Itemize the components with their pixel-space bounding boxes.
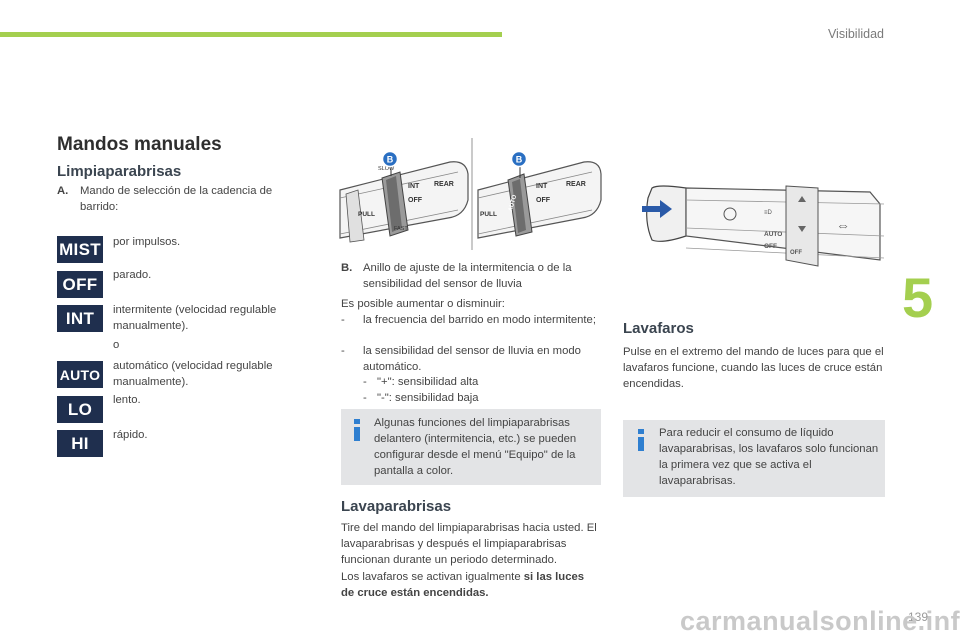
item-a-label: A. (57, 185, 69, 197)
label-off-right: OFF (536, 197, 551, 204)
marker-b-left-label: B (387, 155, 394, 165)
label-rear-right: REAR (566, 181, 586, 188)
washer-text-2-bold-2: de cruce están encendidas. (341, 587, 489, 599)
main-title: Mandos manuales (57, 134, 222, 155)
or-text: o (113, 339, 120, 351)
headlamp-stalk-illustration: ≡D AUTO OFF OFF ⇔ (642, 185, 885, 267)
mist-badge: MIST (57, 236, 103, 263)
label-pull-right: PULL (480, 211, 497, 218)
headlamp-washer-title: Lavafaros (623, 320, 694, 337)
washer-title: Lavaparabrisas (341, 498, 452, 515)
int-badge: INT (57, 305, 103, 332)
label-fast: FAST (394, 226, 408, 232)
info-right-text: Para reducir el consumo de líquido lavap… (659, 427, 879, 487)
mode-mist-text: por impulsos. (113, 236, 181, 248)
washer-text-2-bold-1: si las luces (523, 571, 585, 583)
label-slow: SLOW (378, 166, 395, 172)
mode-lo-text: lento. (113, 394, 141, 406)
section-title: Visibilidad (827, 27, 884, 41)
mode-hi-text: rápido. (113, 429, 148, 441)
info-box-left: Algunas funciones del limpiaparabrisas d… (341, 409, 601, 485)
washer-text-2: Los lavafaros se activan igualmente si l… (341, 569, 606, 601)
info-icon (638, 429, 644, 451)
mode-int-text: intermitente (velocidad regulable manual… (113, 304, 277, 332)
headlamp-stalk-tip (646, 185, 687, 242)
ring-sub-dash-1: - (363, 376, 367, 388)
ring-bullet-dash-2: - (341, 345, 345, 357)
marker-b-right (510, 150, 528, 168)
ring-label: B. (341, 262, 353, 274)
hi-badge: HI (57, 430, 103, 457)
auto-badge: AUTO (57, 361, 103, 388)
marker-b-left (381, 150, 399, 168)
beam-icon: ≡D (764, 210, 773, 216)
label-pull: PULL (358, 211, 375, 218)
info-icon (354, 419, 360, 441)
mode-auto-text: automático (velocidad regulable manualme… (113, 360, 273, 388)
label-auto: AUTO (508, 194, 518, 212)
page-number: 139 (908, 610, 929, 624)
ring-sub-bullet-1: "+": sensibilidad alta (377, 376, 479, 388)
wiper-stalk-illustration: INT OFF REAR PULL SLOW FAST B AUTO INT O… (339, 138, 602, 250)
label-off: OFF (408, 197, 423, 204)
label-int: INT (408, 183, 420, 190)
ring-text: Anillo de ajuste de la intermitencia o d… (363, 262, 572, 290)
washer-text-2-plain: Los lavafaros se activan igualmente (341, 571, 524, 583)
info-box-right: Para reducir el consumo de líquido lavap… (623, 420, 885, 497)
washer-arrows-icon: ⇔ (836, 217, 850, 233)
ring-intro: Es posible aumentar o disminuir: (341, 298, 505, 310)
item-a-text: Mando de selección de la cadencia de bar… (80, 185, 273, 213)
wiper-stalk-left: INT OFF REAR PULL SLOW FAST B (339, 150, 469, 243)
ring-bullet-dash-1: - (341, 314, 345, 326)
sun-icon (723, 207, 737, 221)
label-rear: REAR (434, 181, 454, 188)
wipers-title: Limpiaparabrisas (57, 163, 182, 180)
chapter-number: 5 (902, 266, 934, 329)
marker-b-right-label: B (516, 155, 523, 165)
push-arrow-icon (642, 200, 672, 218)
off-badge: OFF (57, 271, 103, 298)
label-off-lamp-2: OFF (790, 250, 802, 256)
ring-sub-bullet-2: "-": sensibilidad baja (377, 392, 479, 404)
headlamp-washer-text: Pulse en el extremo del mando de luces p… (623, 346, 884, 390)
mode-off-text: parado. (113, 269, 152, 281)
ring-bullet-2: la sensibilidad del sensor de lluvia en … (363, 345, 581, 373)
ring-sub-dash-2: - (363, 392, 367, 404)
label-off-lamp: OFF (764, 243, 777, 250)
label-auto-lamp: AUTO (764, 231, 782, 238)
label-int-right: INT (536, 183, 548, 190)
ring-bullet-1: la frecuencia del barrido en modo interm… (363, 314, 596, 326)
lo-badge: LO (57, 396, 103, 423)
watermark: carmanualsonline.info (680, 606, 960, 636)
wiper-stalk-right: AUTO INT OFF REAR PULL B (477, 150, 602, 239)
header-accent-bar (0, 32, 502, 37)
info-left-text: Algunas funciones del limpiaparabrisas d… (374, 417, 577, 477)
washer-text: Tire del mando del limpiaparabrisas haci… (341, 522, 597, 566)
